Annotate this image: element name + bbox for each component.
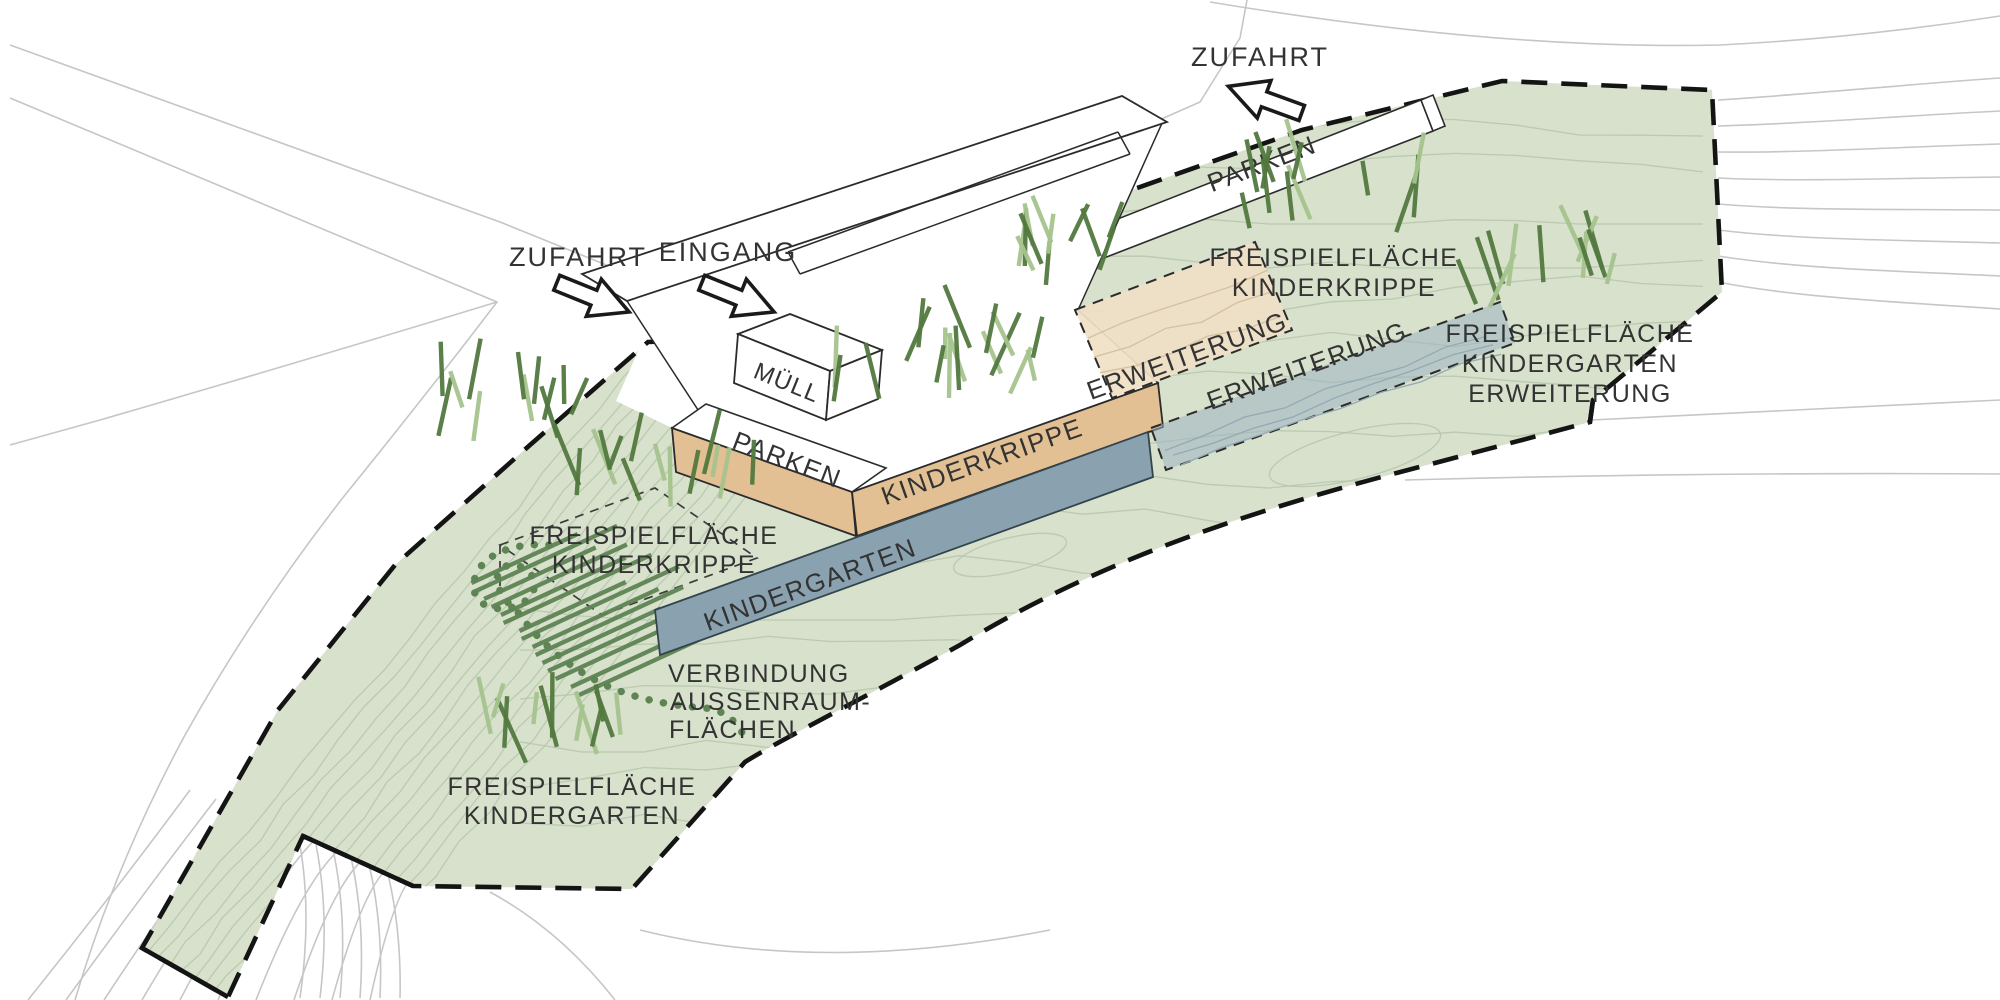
kindergarten-face [654,430,1154,657]
label-line: KINDERKRIPPE [1232,274,1436,302]
building: MÜLL [579,95,1170,493]
zufahrt-right-label: ZUFAHRT [1191,42,1329,72]
site-boundary-dashed [138,78,1725,1000]
erweiterung-kinderkrippe-outline [1073,240,1294,400]
site-boundary [138,78,1725,1000]
freispiel-zone-outline [498,487,759,616]
contour-line [489,891,616,1000]
grass-tuft [1015,194,1125,286]
erweiterung-tan-contours [1087,269,1281,374]
label-line: FREISPIELFLÄCHE [448,773,697,801]
label-line: FREISPIELFLÄCHE [1446,320,1695,348]
grass-tuft [476,672,623,764]
road-line [9,301,498,446]
eingang-arrow-icon [696,273,778,319]
label-line: VERBINDUNG [668,660,850,688]
grass-tufts [436,118,1617,764]
grass-tuft [831,284,1045,402]
freispiel-kindergarten-erweiterung-label: FREISPIELFLÄCHE KINDERGARTEN ERWEITERUNG [1446,320,1695,408]
site-boundary-solid-segment [1587,399,1596,423]
play-zone-markings [470,487,759,745]
site-boundary-solid-segment [140,946,230,999]
erweiterung-blue-contours [1164,336,1502,466]
label-line: KINDERKRIPPE [552,551,756,579]
label-line: FREISPIELFLÄCHE [1210,244,1459,272]
freispiel-kinderkrippe-ost-label: FREISPIELFLÄCHE KINDERKRIPPE [1210,244,1459,302]
verbindung-label: VERBINDUNG AUSSENRAUM- FLÄCHEN [668,660,871,744]
area-labels: FREISPIELFLÄCHE KINDERKRIPPE FREISPIELFL… [448,244,1695,830]
label-line: ERWEITERUNG [1468,380,1672,408]
label-line: KINDERGARTEN [464,802,680,830]
label-line: FLÄCHEN [669,716,796,744]
parking-band-end-face [1419,93,1447,133]
label-line: FREISPIELFLÄCHE [530,522,779,550]
zufahrt-right-arrow-icon [1224,78,1307,123]
road-line [1209,1,2000,47]
label-line: AUSSENRAUM- [670,688,871,716]
freispiel-kindergarten-west-label: FREISPIELFLÄCHE KINDERGARTEN [448,773,697,830]
muell-box: MÜLL [733,313,885,422]
slope-hatch [470,523,727,697]
access-annotations: ZUFAHRT EINGANG ZUFAHRT [509,42,1329,319]
label-line: KINDERGARTEN [1462,350,1678,378]
roof-recess-lines [787,131,1131,275]
zufahrt-left-arrow-icon [551,273,633,319]
zufahrt-left-label: ZUFAHRT [509,242,647,272]
freispiel-kinderkrippe-west-label: FREISPIELFLÄCHE KINDERKRIPPE [530,522,779,579]
contour-line [1404,472,2000,481]
grass-tuft [1239,118,1427,233]
contour-line [1591,399,2000,421]
contour-line [639,929,1051,954]
road-line [9,97,499,1000]
site-boundary-solid-segment [302,833,414,889]
grass-tuft [1455,204,1617,309]
grass-tuft [552,408,757,507]
eingang-label: EINGANG [659,237,798,267]
